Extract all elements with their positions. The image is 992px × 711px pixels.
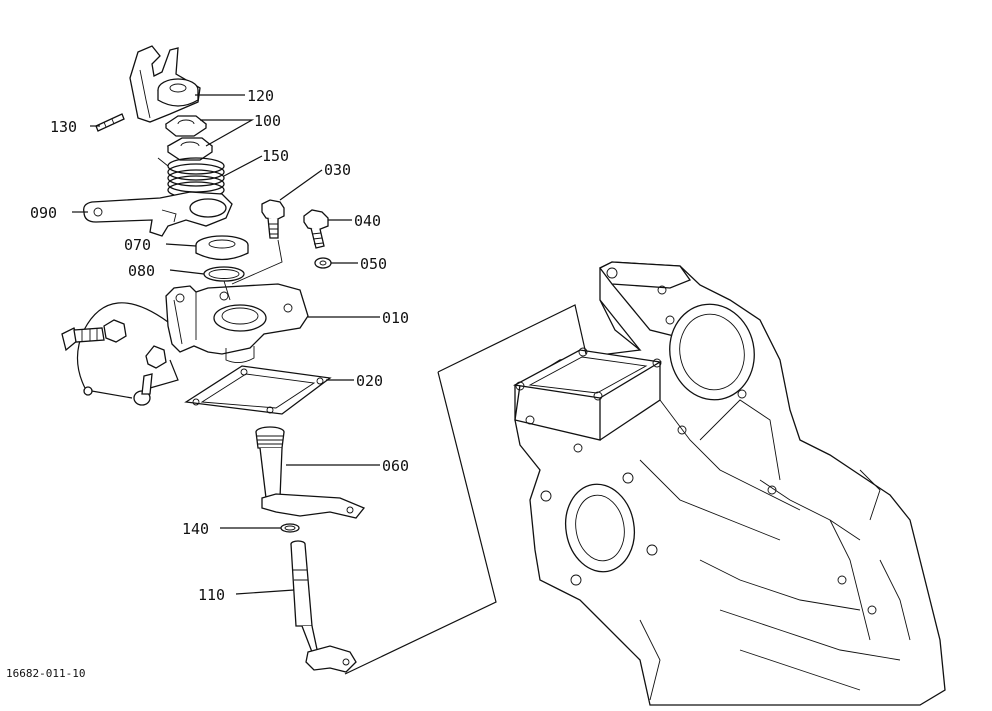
part-060-shaft xyxy=(255,426,366,519)
callout-060: 060 xyxy=(382,457,409,475)
assembly-line xyxy=(231,239,283,285)
part-070-washer xyxy=(195,235,249,261)
callout-labels: 120 130 100 150 030 090 040 070 050 080 … xyxy=(6,87,409,680)
callout-030: 030 xyxy=(324,161,351,179)
part-030-bolt xyxy=(261,199,285,239)
callout-090: 090 xyxy=(30,204,57,222)
side-bolt-group xyxy=(61,302,179,406)
part-090-lever-arm xyxy=(83,191,233,237)
part-140-o-ring xyxy=(280,523,300,533)
part-130-pin xyxy=(95,113,125,132)
part-100-nuts xyxy=(164,115,214,161)
engine-block xyxy=(512,261,946,706)
assembly-line xyxy=(223,280,231,301)
drawing-code: 16682-011-10 xyxy=(6,667,85,680)
callout-110: 110 xyxy=(198,586,225,604)
callout-040: 040 xyxy=(354,212,381,230)
callout-140: 140 xyxy=(182,520,209,538)
callout-050: 050 xyxy=(360,255,387,273)
callout-leaders xyxy=(72,94,380,595)
part-020-gasket xyxy=(184,365,332,415)
part-120-lever xyxy=(129,45,201,123)
part-010-housing xyxy=(165,283,309,363)
callout-100: 100 xyxy=(254,112,281,130)
callout-150: 150 xyxy=(262,147,289,165)
callout-070: 070 xyxy=(124,236,151,254)
part-080-o-ring xyxy=(203,266,245,282)
callout-130: 130 xyxy=(50,118,77,136)
callout-020: 020 xyxy=(356,372,383,390)
callout-010: 010 xyxy=(382,309,409,327)
callout-080: 080 xyxy=(128,262,155,280)
callout-120: 120 xyxy=(247,87,274,105)
part-110-shaft xyxy=(290,540,357,673)
leader-frame xyxy=(344,304,587,675)
part-040-bolt xyxy=(303,209,329,249)
part-050-washer xyxy=(314,257,332,269)
